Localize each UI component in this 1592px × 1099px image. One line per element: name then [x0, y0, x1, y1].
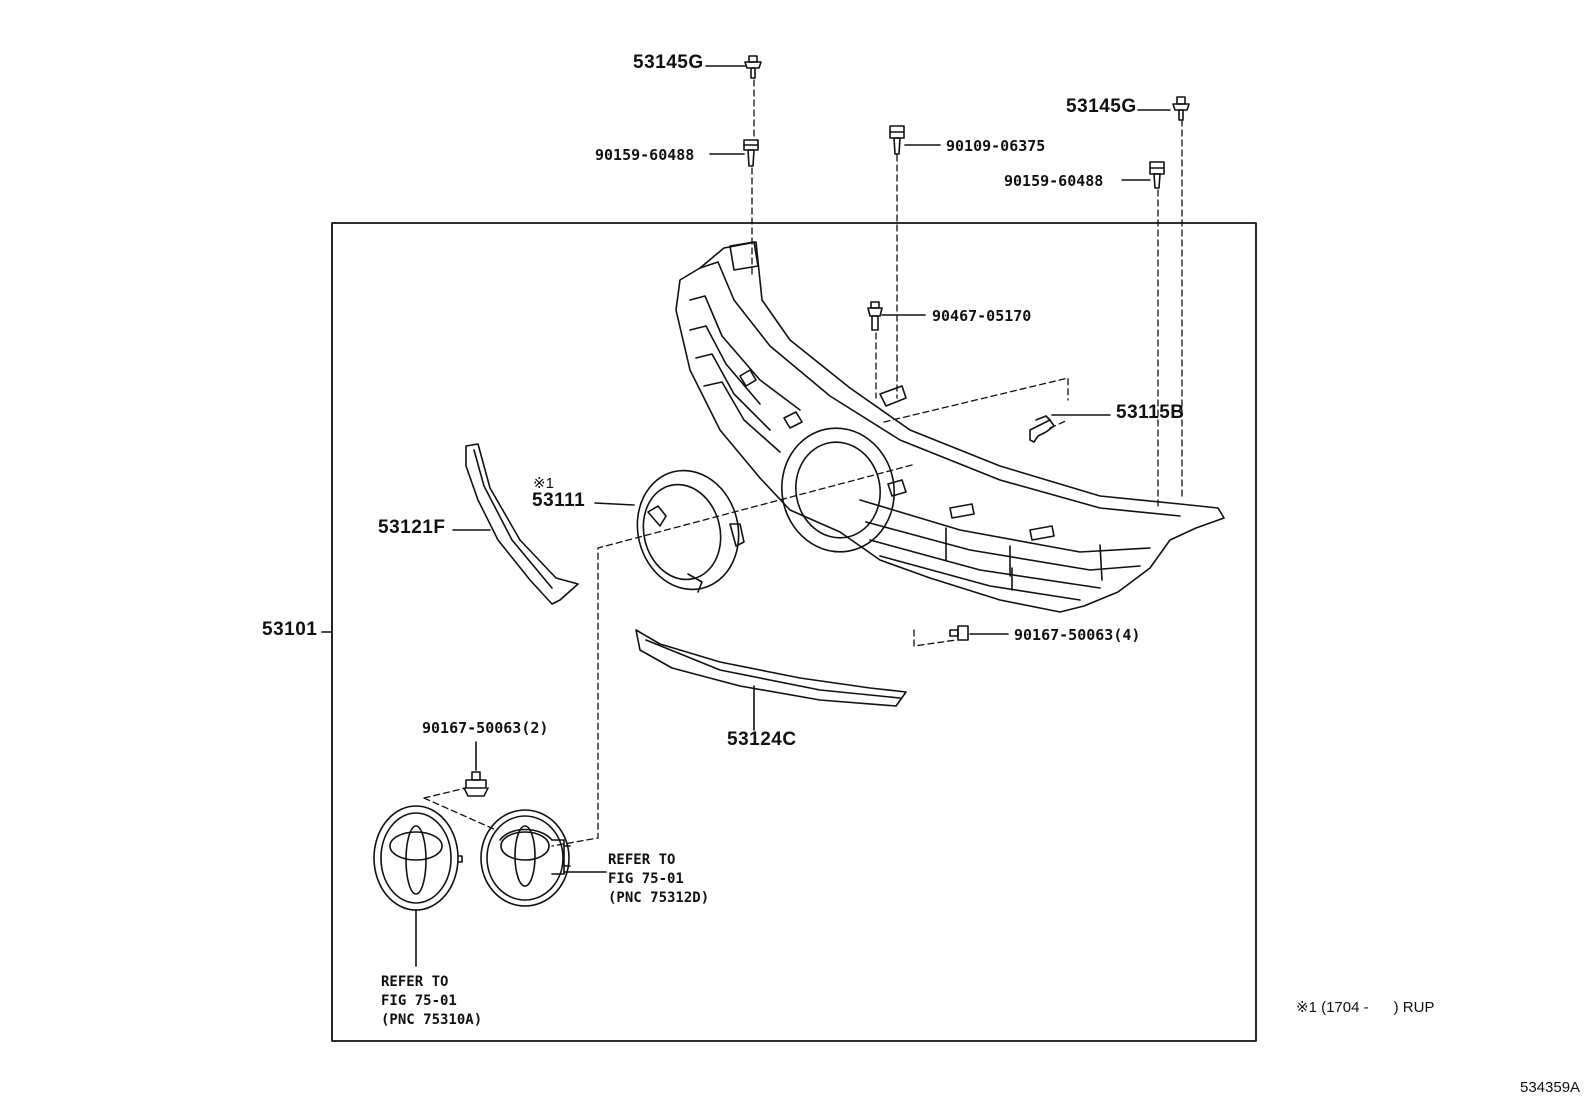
refer-line-3: (PNC 75312D) [608, 890, 710, 906]
screw-90167-2-icon [463, 771, 489, 797]
label-90167-50063-2: 90167-50063(2) [422, 719, 549, 737]
refer-line-1: REFER TO [608, 852, 676, 868]
leader-lines [321, 65, 1171, 967]
label-53145g-top: 53145G [633, 52, 704, 73]
molding-53121f [465, 443, 579, 605]
label-53121f: 53121F [378, 517, 446, 538]
label-90159-60488-right: 90159-60488 [1004, 172, 1104, 190]
refer-note-75312d: REFER TO FIG 75-01 (PNC 75312D) [608, 851, 709, 908]
label-90467-05170: 90467-05170 [932, 307, 1032, 325]
label-90159-60488-left: 90159-60488 [595, 146, 695, 164]
label-90167-50063-4: 90167-50063(4) [1014, 626, 1141, 644]
screw-90159-left-icon [743, 139, 759, 167]
refer-line-1: REFER TO [381, 974, 449, 990]
refer-note-75310a: REFER TO FIG 75-01 (PNC 75310A) [381, 973, 482, 1030]
footnote-mark-1: ※1 (1704 - ) RUP [1296, 999, 1435, 1016]
label-53111: 53111 [532, 490, 586, 511]
label-53115b: 53115B [1116, 402, 1185, 423]
screw-90167-4-icon [949, 625, 969, 641]
label-53124c: 53124C [727, 729, 797, 750]
label-53101: 53101 [262, 619, 318, 640]
emblem-75310a [373, 805, 463, 911]
label-90109-06375: 90109-06375 [946, 137, 1046, 155]
label-53145g-right: 53145G [1066, 96, 1137, 117]
screw-90109-icon [889, 125, 905, 155]
screw-90159-right-icon [1149, 161, 1165, 189]
bolt-53145g-right-icon [1172, 96, 1190, 121]
refer-line-3: (PNC 75310A) [381, 1012, 483, 1028]
dashed-lines [423, 79, 1183, 847]
emblem-ring-53111 [636, 469, 745, 593]
clip-90467-icon [867, 301, 883, 331]
emblem-75312d [480, 809, 571, 907]
refer-line-2: FIG 75-01 [381, 993, 457, 1009]
diagram-id: 534359A [1520, 1079, 1581, 1096]
label-mark-1: ※1 [533, 475, 554, 492]
bolt-53145g-top-icon [744, 55, 762, 79]
refer-line-2: FIG 75-01 [608, 871, 684, 887]
molding-53124c [635, 629, 907, 707]
radiator-grille-body [675, 241, 1225, 613]
bracket-53115b-icon [1029, 415, 1055, 443]
